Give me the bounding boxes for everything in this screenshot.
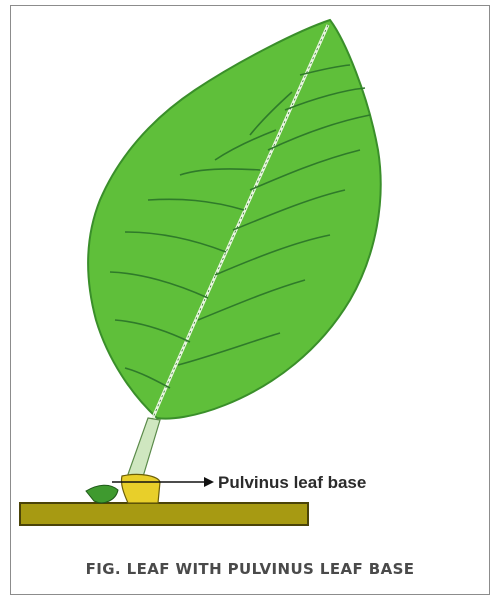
stipule: [86, 485, 118, 503]
leaf-blade: [88, 20, 381, 419]
petiole: [126, 418, 160, 480]
pointer-arrowhead: [204, 477, 214, 487]
pulvinus-label: Pulvinus leaf base: [218, 473, 366, 492]
stem: [20, 503, 308, 525]
pulvinus-leaf-base: [121, 474, 160, 503]
figure-caption: FIG. LEAF WITH PULVINUS LEAF BASE: [10, 560, 490, 578]
